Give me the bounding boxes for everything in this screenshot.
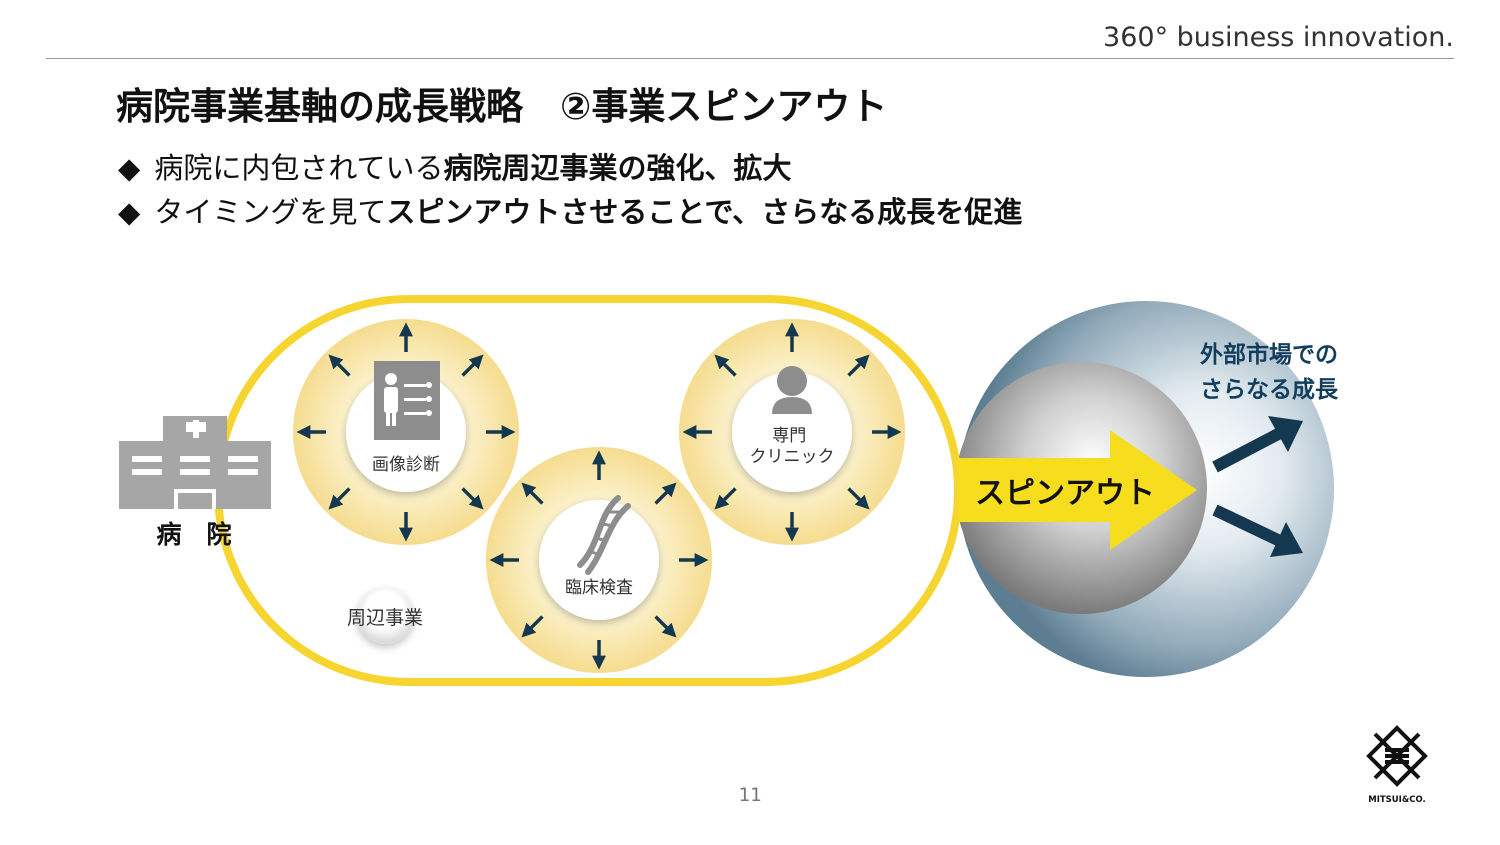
business-clinical-lab-label: 臨床検査 [565,578,633,598]
radiating-arrow [328,354,351,377]
radiating-arrow [847,487,870,510]
bullet-item: ◆ タイミングを見てスピンアウトさせることで、さらなる成長を促進 [118,190,1022,234]
hospital-label: 病 院 [156,520,231,549]
slide-title: 病院事業基軸の成長戦略 ②事業スピンアウト [116,85,888,128]
periphery-core-label: 周辺事業 [347,607,423,629]
diamond-bullet-icon: ◆ [118,195,141,229]
business-clinical-lab: 臨床検査 [486,447,712,673]
mitsui-logo-icon [1366,725,1428,787]
business-imaging-label: 画像診断 [372,455,440,475]
bullet-bold-text: スピンアウトさせることで、さらなる成長を促進 [386,195,1023,229]
dna-icon [577,495,631,575]
bullet-bold-text: 病院周辺事業の強化、拡大 [443,151,792,185]
growth-arrow-down [1212,504,1303,557]
radiating-arrow [461,354,484,377]
diamond-bullet-icon: ◆ [118,151,141,185]
radiating-arrows [489,450,709,670]
tagline: 360° business innovation. [1103,22,1454,53]
growth-arrow-up [1212,416,1303,473]
header-divider [46,58,1454,59]
bullet-plain-text: タイミングを見て [154,195,387,229]
hospital-building-icon [119,416,271,509]
business-imaging: 画像診断 [293,319,519,545]
radiating-arrow [847,354,870,377]
page-number: 11 [738,784,762,806]
medical-chart-icon [374,361,440,440]
bullet-item: ◆ 病院に内包されている病院周辺事業の強化、拡大 [118,146,1022,190]
radiating-arrow [461,487,484,510]
radiating-arrow [714,354,737,377]
spinout-arrow [958,430,1197,550]
periphery-core: 周辺事業 [347,588,423,644]
business-specialty-clinic-label: 専門 クリニック [750,426,835,467]
radiating-arrow [521,615,544,638]
business-specialty-clinic: 専門 クリニック [679,319,905,545]
radiating-arrows [682,322,902,542]
bullet-plain-text: 病院に内包されている [154,151,444,185]
radiating-arrow [714,487,737,510]
radiating-arrows [296,322,516,542]
spinout-label: スピンアウト [975,476,1155,511]
radiating-arrow [654,615,677,638]
bullet-list: ◆ 病院に内包されている病院周辺事業の強化、拡大 ◆ タイミングを見てスピンアウトさ… [118,146,1022,234]
radiating-arrow [521,482,544,505]
radiating-arrow [654,482,677,505]
market-label-line1: 外部市場での [1200,341,1338,368]
radiating-arrow [328,487,351,510]
market-label-line2: さらなる成長 [1200,377,1339,403]
logo-wordmark: MITSUI&CO. [1368,795,1426,805]
market-growth-label: 外部市場での さらなる成長 [1200,341,1346,403]
doctor-icon [772,366,812,414]
